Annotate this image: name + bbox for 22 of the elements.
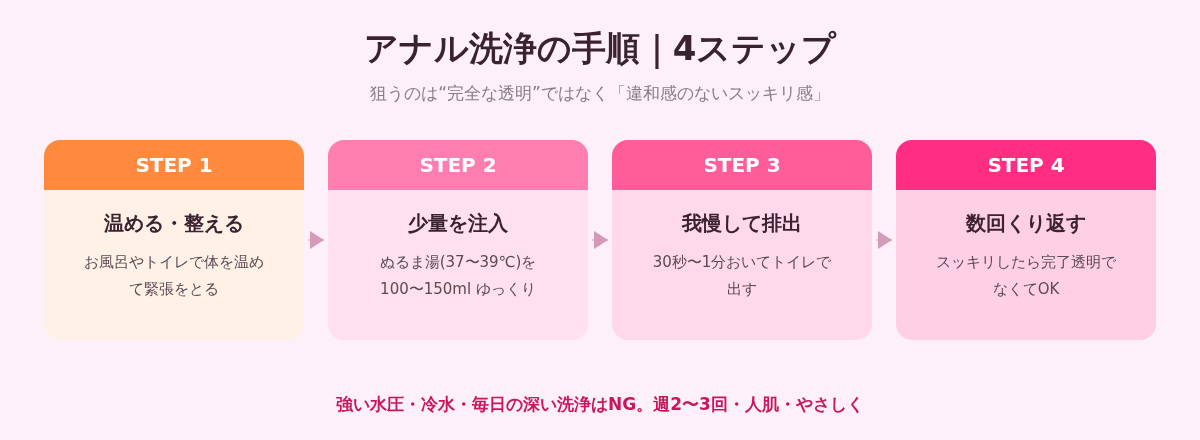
subtitle: 狙うのは“完全な透明”ではなく「違和感のないスッキリ感」 [369, 82, 831, 105]
step-description: お風呂やトイレで体を温めて緊張をとる [83, 252, 265, 300]
step-header: STEP 3 [612, 140, 872, 190]
step-header: STEP 2 [328, 140, 588, 190]
step-header: STEP 1 [44, 140, 304, 190]
step-title: 我慢して排出 [682, 210, 802, 237]
page-title: アナル洗浄の手順｜4ステップ [362, 27, 838, 71]
step-title: 数回くり返す [966, 210, 1086, 237]
step-card [44, 140, 304, 340]
arrow [307, 231, 325, 249]
step-card [328, 140, 588, 340]
warning-note: 強い水圧・冷水・毎日の深い洗浄はNG。週2〜3回・人肌・やさしく [335, 393, 865, 416]
arrow [875, 231, 893, 249]
step-description: 30秒〜1分おいてトイレで出す [651, 252, 833, 300]
step-description: ぬるま湯(37〜39℃)を100〜150ml ゆっくり [378, 252, 538, 300]
arrow [591, 231, 609, 249]
step-description: スッキリしたら完了透明でなくてOK [935, 252, 1117, 300]
step-card [612, 140, 872, 340]
step-title: 温める・整える [104, 210, 244, 237]
step-card [896, 140, 1156, 340]
step-header: STEP 4 [896, 140, 1156, 190]
step-title: 少量を注入 [408, 210, 508, 237]
